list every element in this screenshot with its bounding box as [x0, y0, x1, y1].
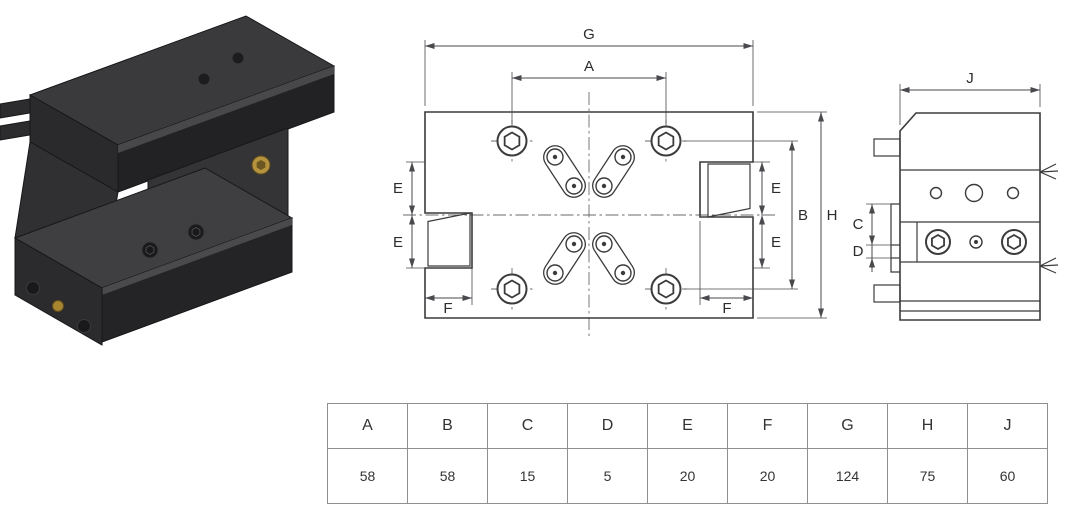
front-center-lines — [403, 92, 775, 338]
iso-base-end-face — [14, 237, 103, 346]
iso-pin — [0, 120, 31, 141]
technical-drawing: G A E E E E — [0, 15, 1059, 346]
iso-view — [0, 15, 336, 346]
table-header-h: H — [887, 403, 968, 449]
front-socket-screw-top-left — [490, 119, 534, 163]
front-dim-h: H — [757, 111, 838, 319]
front-dim-a: A — [511, 58, 667, 124]
dimension-table-value-row: 58 58 15 5 20 20 124 75 60 — [327, 448, 1048, 504]
dim-label-h: H — [827, 207, 838, 224]
side-dim-c: C — [853, 203, 891, 246]
front-view: G A E E E E — [393, 26, 837, 338]
side-dim-d: D — [853, 243, 891, 272]
front-dim-f-left: F — [425, 268, 473, 317]
side-socket-screw-left — [925, 229, 951, 255]
iso-pin — [0, 98, 31, 119]
dimension-table-header-row: A B C D E F G H J — [327, 403, 1048, 449]
table-value-g: 124 — [807, 448, 888, 504]
side-hole-row — [929, 183, 1020, 203]
iso-black-screw — [77, 319, 91, 333]
iso-top-screw — [231, 51, 245, 65]
table-value-e: 20 — [647, 448, 728, 504]
dim-label-d: D — [853, 243, 864, 260]
side-pin-bottom — [873, 284, 901, 303]
table-value-c: 15 — [487, 448, 568, 504]
side-left-plate — [890, 203, 900, 273]
dimension-table: A B C D E F G H J 58 58 15 5 20 20 124 7… — [327, 403, 1048, 504]
table-header-d: D — [567, 403, 648, 449]
dim-label-e-left-upper: E — [393, 180, 403, 197]
front-dim-e-right: E E — [753, 161, 781, 269]
table-header-g: G — [807, 403, 888, 449]
side-clamp-band — [900, 221, 1040, 263]
front-right-wedge — [707, 163, 751, 218]
dim-label-a: A — [584, 58, 594, 75]
iso-brass-screw-small — [52, 300, 64, 312]
side-clip-symbol-bottom — [1039, 257, 1059, 274]
front-dim-b: B — [682, 140, 808, 290]
dim-label-c: C — [853, 216, 864, 233]
table-value-b: 58 — [407, 448, 488, 504]
table-header-b: B — [407, 403, 488, 449]
table-header-f: F — [727, 403, 808, 449]
front-dim-g: G — [424, 26, 754, 106]
dim-label-e-right-upper: E — [771, 180, 781, 197]
dim-label-f-right: F — [722, 300, 731, 317]
front-dim-f-right: F — [699, 221, 753, 317]
front-socket-screw-bottom-left — [490, 267, 534, 311]
side-clip-symbol-top — [1039, 163, 1059, 180]
table-value-f: 20 — [727, 448, 808, 504]
front-dim-e-left: E E — [393, 161, 425, 269]
side-view: J C D — [853, 70, 1059, 321]
side-dim-j: J — [899, 70, 1041, 125]
front-socket-screw-bottom-right — [644, 267, 688, 311]
table-header-e: E — [647, 403, 728, 449]
iso-top-screw — [197, 72, 211, 86]
side-body-outline — [899, 112, 1041, 321]
dim-label-j: J — [966, 70, 974, 87]
dim-label-b: B — [798, 207, 808, 224]
iso-black-screw — [26, 281, 40, 295]
iso-base-edge-highlight — [102, 218, 292, 295]
table-header-j: J — [967, 403, 1048, 449]
table-header-a: A — [327, 403, 408, 449]
side-pin-top — [873, 138, 901, 157]
table-value-d: 5 — [567, 448, 648, 504]
table-value-h: 75 — [887, 448, 968, 504]
side-socket-screw-right — [1001, 229, 1027, 255]
dim-label-g: G — [583, 26, 595, 43]
iso-base-screws — [141, 223, 205, 259]
dim-label-e-left-lower: E — [393, 234, 403, 251]
table-value-a: 58 — [327, 448, 408, 504]
front-socket-screw-top-right — [644, 119, 688, 163]
iso-top-slab-edge-highlight — [118, 66, 334, 153]
table-value-j: 60 — [967, 448, 1048, 504]
dim-label-f-left: F — [443, 300, 452, 317]
dim-label-e-right-lower: E — [771, 234, 781, 251]
front-pinhole-pairs — [543, 145, 635, 285]
front-left-wedge — [427, 212, 471, 267]
table-header-c: C — [487, 403, 568, 449]
